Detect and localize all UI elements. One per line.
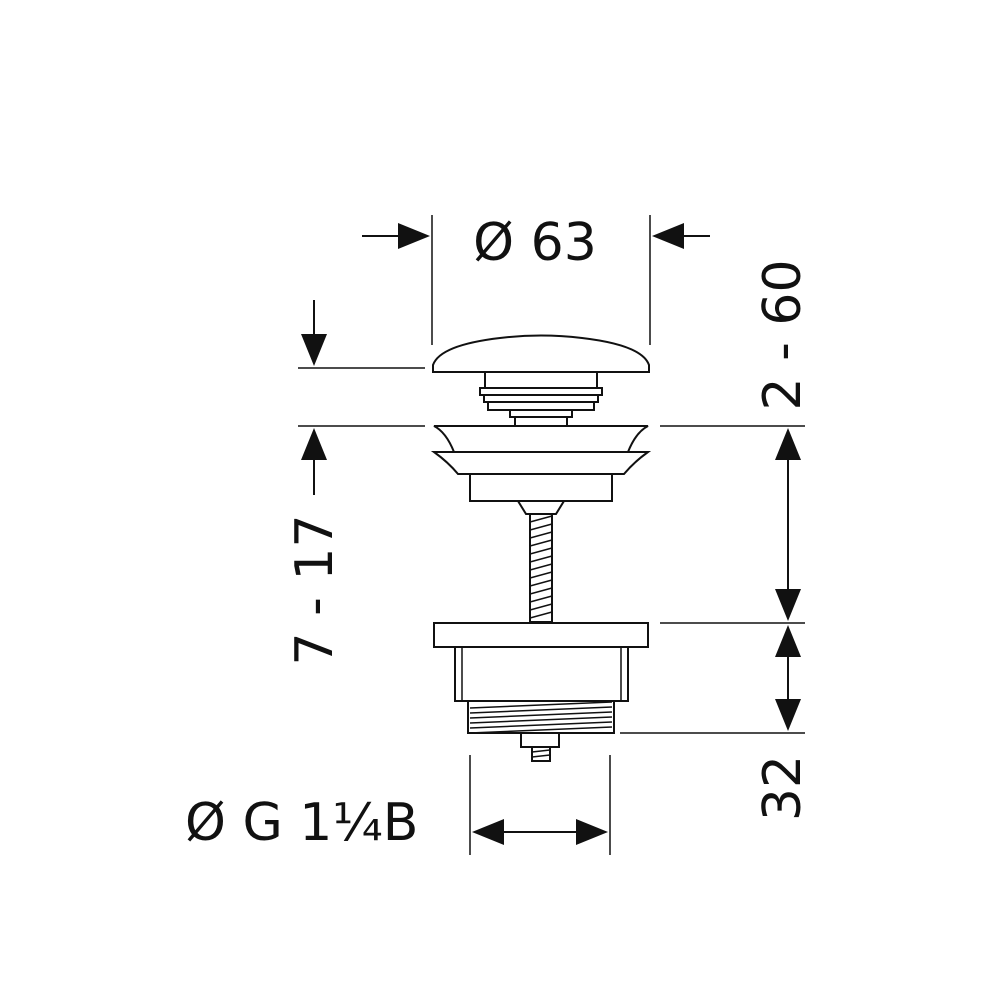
right-height-label: 2 - 60 xyxy=(753,259,813,410)
thread-size-dimension: Ø G 1¼B xyxy=(185,755,611,855)
flange-top xyxy=(433,425,649,453)
right-height-dimension: 2 - 60 32 xyxy=(620,259,813,821)
body-housing xyxy=(454,646,629,702)
cap-ring-1 xyxy=(479,387,603,396)
arrow-right-icon xyxy=(398,223,430,249)
arrow-left-icon xyxy=(652,223,684,249)
bottom-pin xyxy=(531,746,551,762)
cap-neck-lower xyxy=(514,416,568,427)
arrow-right-icon xyxy=(576,819,608,845)
arrow-left-icon xyxy=(472,819,504,845)
thread-size-label: Ø G 1¼B xyxy=(185,793,418,853)
tail-thread-lines xyxy=(469,701,613,734)
spindle-thread-lines xyxy=(529,515,553,619)
arrow-up-icon xyxy=(775,428,801,460)
arrow-down-icon xyxy=(775,699,801,731)
flange-body xyxy=(469,473,613,502)
cap-ring-2 xyxy=(483,394,599,403)
left-height-label: 7 - 17 xyxy=(285,514,345,665)
bottom-nut xyxy=(520,732,560,748)
cap-ring-3 xyxy=(487,401,595,411)
arrow-up-icon xyxy=(775,625,801,657)
cap-diameter-dimension: Ø 63 xyxy=(362,213,710,345)
arrow-down-icon xyxy=(301,334,327,366)
cap-diameter-label: Ø 63 xyxy=(473,213,597,273)
cap-neck xyxy=(509,409,573,418)
threaded-spindle xyxy=(529,513,553,623)
drain-valve xyxy=(430,334,652,762)
thread-height-label: 32 xyxy=(753,755,813,821)
spindle-connector xyxy=(516,500,566,515)
body-flange xyxy=(433,622,649,648)
flange-bottom xyxy=(430,451,652,475)
left-height-dimension: 7 - 17 xyxy=(285,300,425,666)
cap-stem xyxy=(484,371,598,389)
drain-cap xyxy=(432,334,650,373)
arrow-down-icon xyxy=(775,589,801,621)
arrow-up-icon xyxy=(301,428,327,460)
